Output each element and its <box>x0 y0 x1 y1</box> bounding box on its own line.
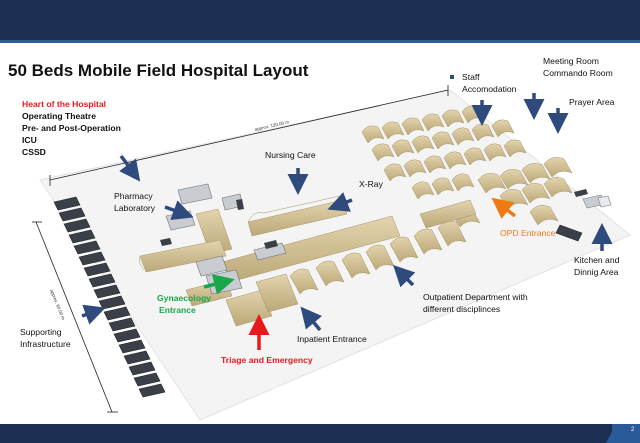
supporting-label: Supporting <box>20 327 62 337</box>
xray-label: X-Ray <box>359 179 383 189</box>
accomodation-label: Accomodation <box>462 84 517 94</box>
kitchen-containers <box>555 189 612 242</box>
heart-item: Operating Theatre <box>22 111 97 121</box>
infrastructure-label: Infrastructure <box>20 339 71 349</box>
slide-title: 50 Beds Mobile Field Hospital Layout <box>8 61 309 80</box>
heart-item: Pre- and Post-Operation <box>22 123 121 133</box>
footer-bar <box>0 424 640 443</box>
header-bar <box>0 0 640 40</box>
heart-item: CSSD <box>22 147 46 157</box>
arrow-supporting <box>81 304 106 325</box>
arrow-outpatient <box>393 265 416 288</box>
footer-tab <box>606 424 616 443</box>
pharmacy-label: Pharmacy <box>114 191 153 201</box>
dimension-left-label: approx. 60,00 m <box>49 289 66 321</box>
arrow-inpatient <box>300 306 323 332</box>
nursing-care-label: Nursing Care <box>265 150 316 160</box>
gynaecology-label: Gynaecology <box>157 293 211 303</box>
outpatient-label: Outpatient Department with <box>423 292 528 302</box>
dark-accent-containers <box>160 199 278 249</box>
page-number: 2 <box>631 427 635 433</box>
arrow-pharmacy <box>164 200 194 221</box>
heart-heading: Heart of the Hospital <box>22 99 107 109</box>
ground-plate <box>39 89 631 421</box>
disciplines-label: different disciplinces <box>423 304 501 314</box>
laboratory-label: Laboratory <box>114 203 156 213</box>
prayer-area-label: Prayer Area <box>569 97 615 107</box>
staff-accommodation-tents <box>361 105 527 200</box>
bullet-icon <box>450 75 454 79</box>
header-accent-line <box>0 40 640 43</box>
opd-entrance-label: OPD Entrance <box>500 228 556 238</box>
dimension-lines <box>32 85 449 413</box>
dining-area-label: Dinnig Area <box>574 267 619 277</box>
arrow-heart <box>119 154 141 182</box>
staff-label: Staff <box>462 72 480 82</box>
commando-room-label: Commando Room <box>543 68 613 78</box>
triage-label: Triage and Emergency <box>221 355 313 365</box>
arrow-xray <box>327 192 353 212</box>
kitchen-label: Kitchen and <box>574 255 620 265</box>
supporting-containers <box>53 196 166 398</box>
arrow-opd <box>491 197 517 219</box>
heart-item: ICU <box>22 135 37 145</box>
gynaecology-entrance-label: Entrance <box>159 305 196 315</box>
footer-accent <box>612 424 640 443</box>
navy-arrows <box>81 93 613 332</box>
arrow-gynaecology <box>203 274 235 295</box>
meeting-room-label: Meeting Room <box>543 56 599 66</box>
inpatient-entrance-label: Inpatient Entrance <box>297 334 367 344</box>
